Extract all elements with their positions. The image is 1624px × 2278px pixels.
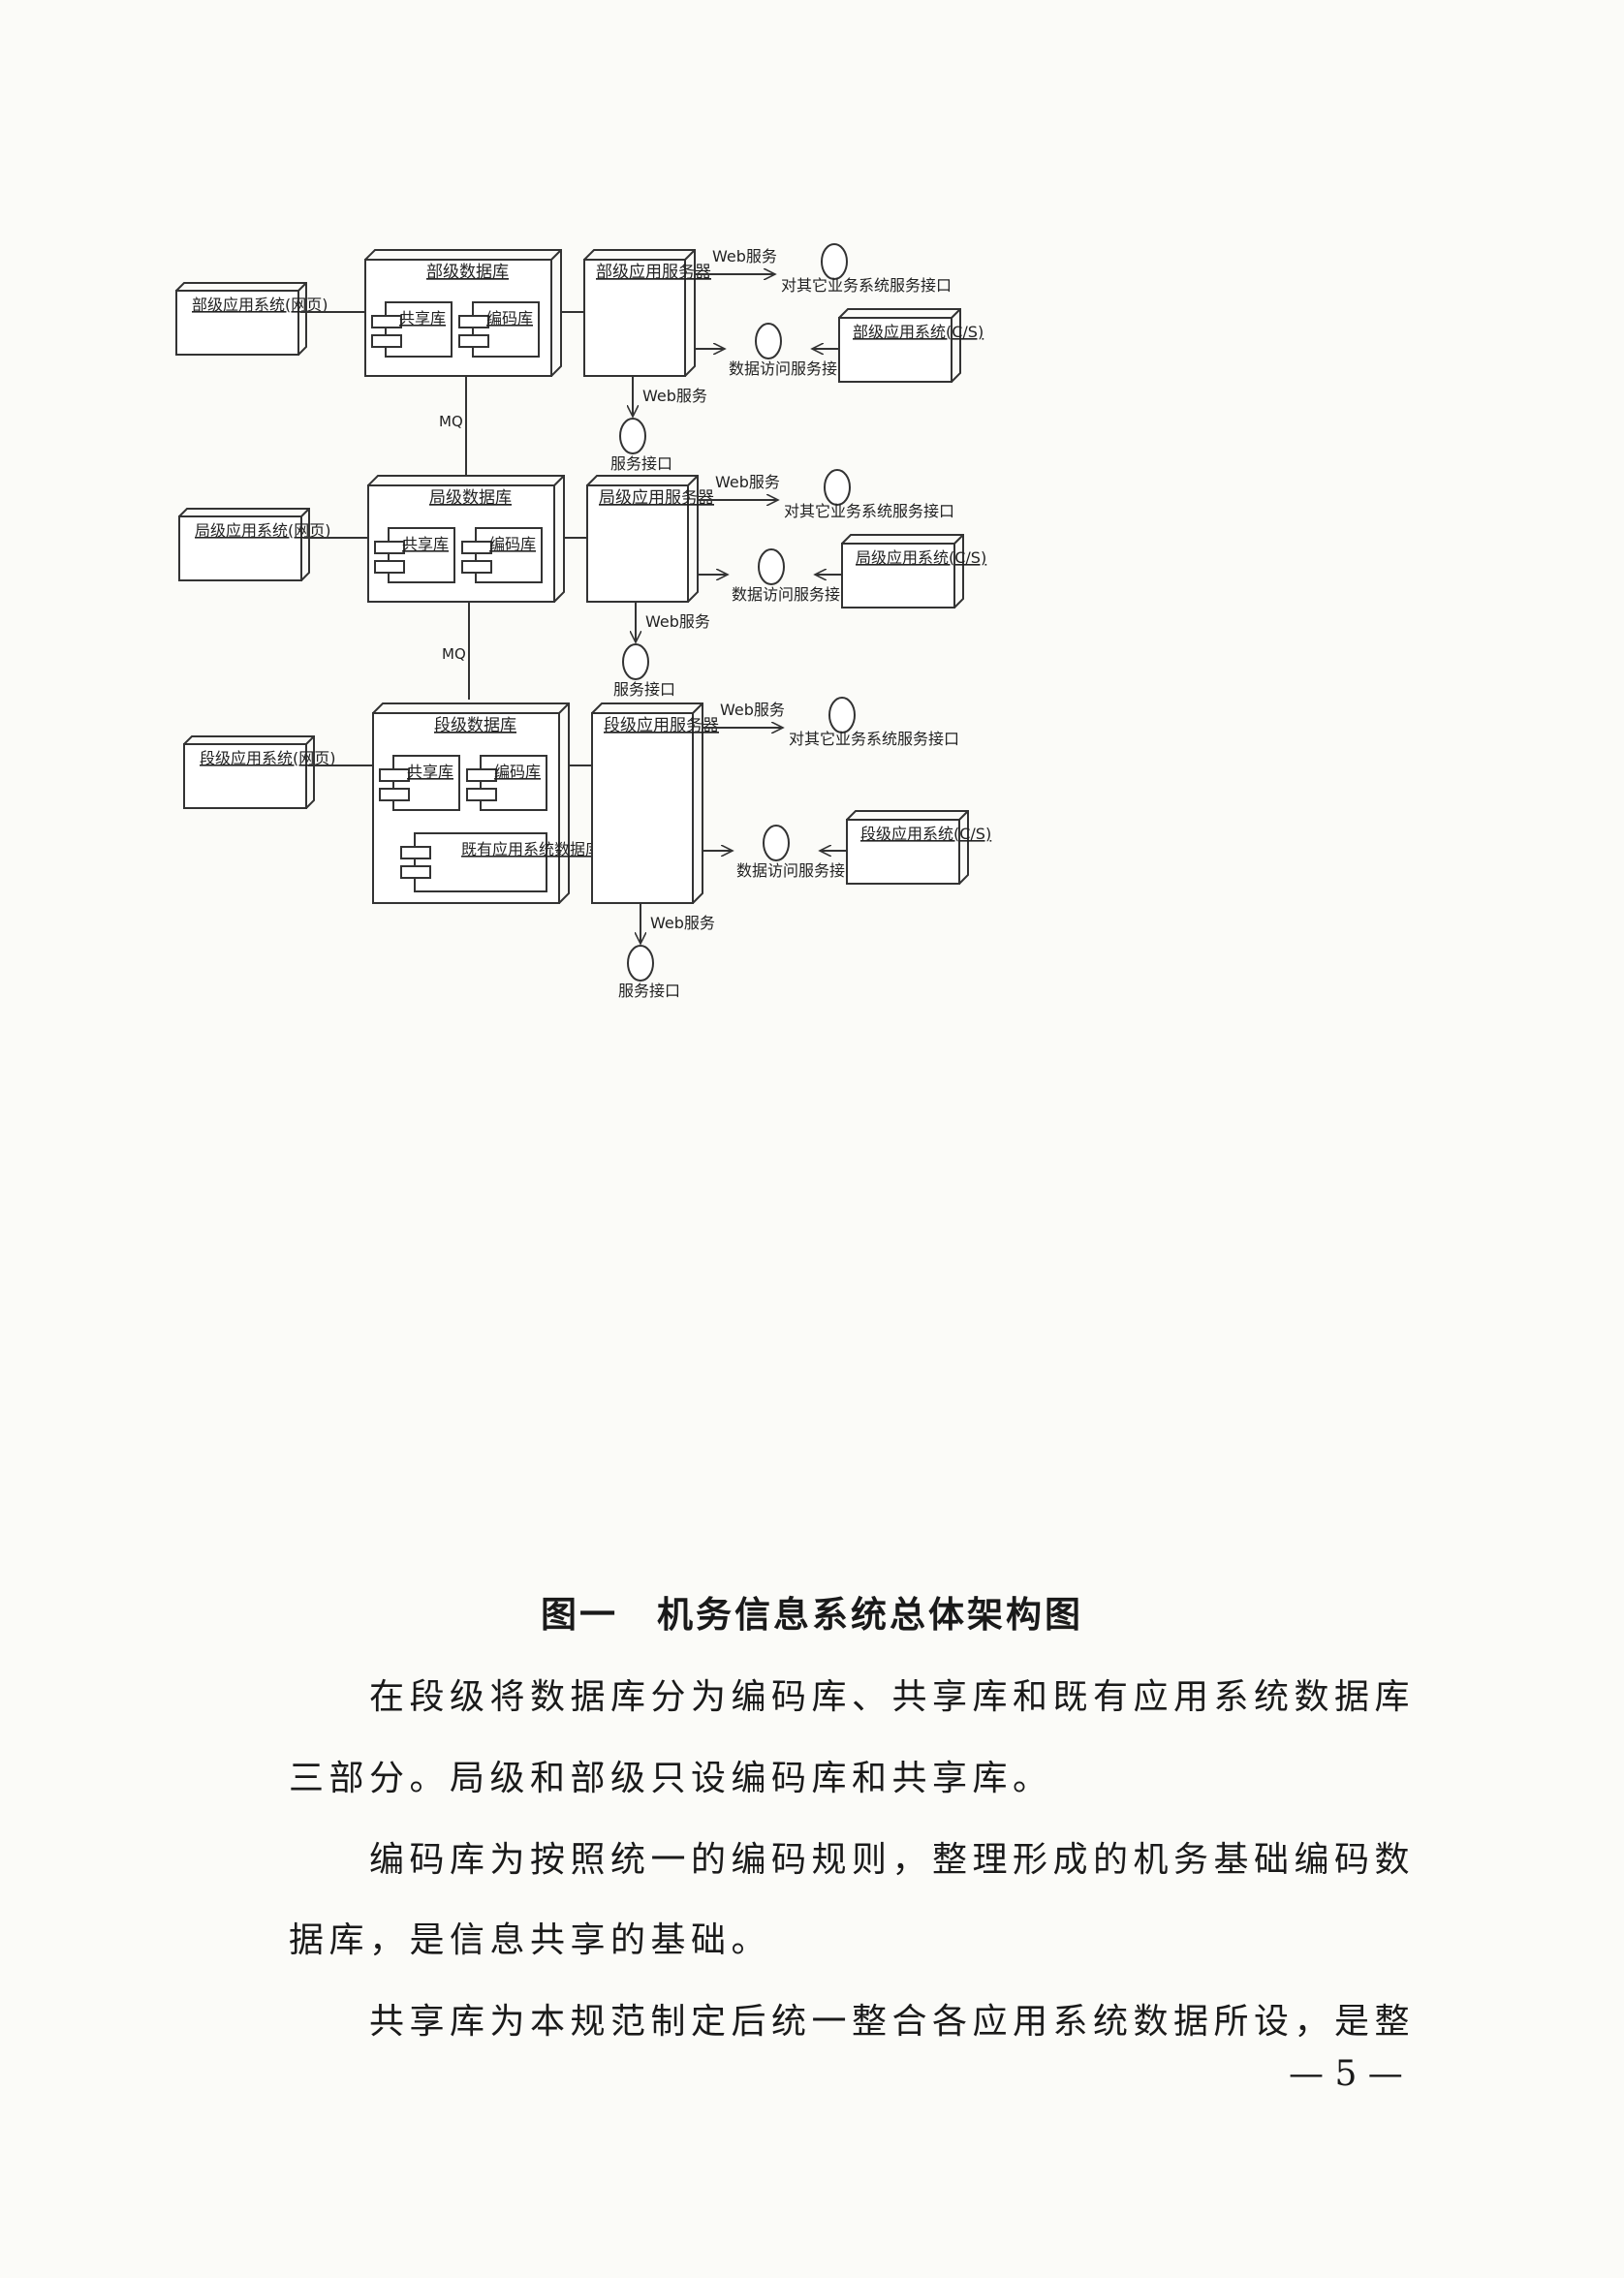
legacy-db-component-label: 既有应用系统数据库 [461,840,601,858]
code-db-component [480,755,547,811]
service-interface-label: 服务接口 [610,454,672,473]
app-server-node-edge [687,475,699,486]
service-interface-icon [622,643,649,680]
client-left-node [178,515,302,581]
service-interface-label: 服务接口 [618,982,680,1000]
database-node-edge [550,249,562,261]
page-number: — 5 — [1289,2054,1403,2094]
web-service-label: Web服务 [712,247,777,265]
client-left-label: 段级应用系统(网页) [200,749,336,767]
web-service-label: Web服务 [720,701,785,719]
database-title: 局级数据库 [429,488,512,508]
mq-label: MQ [442,645,466,663]
data-access-interface-label: 数据访问服务接口 [729,359,853,378]
other-systems-interface-icon [828,697,856,733]
client-right-label: 局级应用系统(C/S) [856,548,986,567]
shared-db-component-label: 共享库 [402,535,449,553]
client-left-node-edge [297,282,307,292]
app-server-node-edge [684,249,696,261]
code-db-component-tab [458,334,489,348]
service-interface-icon [627,945,654,982]
other-systems-interface-label: 对其它业务系统服务接口 [789,730,959,748]
client-left-node [175,290,299,356]
app-server-label: 局级应用服务器 [599,488,714,508]
other-systems-interface-icon [824,469,851,506]
bottom-web-service-label: Web服务 [642,387,707,405]
code-db-component-tab [466,788,497,801]
client-right-node [846,819,960,885]
client-right-node-edge [951,308,961,319]
client-right-node-edge [953,534,964,545]
client-right-node-edge [958,810,969,821]
client-right-node [838,317,953,383]
service-interface-icon [619,418,646,454]
app-server-node-edge [692,702,703,714]
bottom-web-service-label: Web服务 [650,914,715,932]
service-interface-label: 服务接口 [613,680,675,699]
client-left-node-edge [300,508,310,517]
paragraph-line: 共享库为本规范制定后统一整合各应用系统数据所设，是整 [289,2002,1416,2042]
web-service-label: Web服务 [715,473,780,491]
database-title: 部级数据库 [426,263,509,282]
other-systems-interface-icon [821,243,848,280]
database-node-edge [553,475,565,486]
bottom-web-service-label: Web服务 [645,612,710,631]
app-server-label: 部级应用服务器 [596,263,711,282]
code-db-component-tab [461,541,492,554]
client-left-node-edge [305,735,315,745]
shared-db-component-tab [379,788,410,801]
client-right-label: 部级应用系统(C/S) [853,323,984,341]
code-db-component [472,301,540,358]
app-server-node [586,484,689,603]
legacy-db-component-tab [400,865,431,879]
code-db-component-label: 编码库 [494,763,541,781]
paragraph-line: 在段级将数据库分为编码库、共享库和既有应用系统数据库 [289,1677,1416,1717]
architecture-diagram: 部级应用系统(网页)部级数据库共享库编码库部级应用服务器Web服务对其它业务系统… [175,243,991,1000]
app-server-node [591,712,694,904]
shared-db-component-label: 共享库 [399,309,446,328]
legacy-db-component-tab [400,846,431,859]
paragraph-line: 据库，是信息共享的基础。 [289,1920,772,1960]
shared-db-component-tab [379,768,410,782]
client-right-label: 段级应用系统(C/S) [860,825,991,843]
code-db-component-label: 编码库 [486,309,533,328]
shared-db-component-tab [371,315,402,328]
paragraph-line: 编码库为按照统一的编码规则，整理形成的机务基础编码数 [289,1840,1416,1880]
data-access-interface-icon [758,548,785,585]
other-systems-interface-label: 对其它业务系统服务接口 [784,502,954,520]
data-access-interface-label: 数据访问服务接口 [736,861,860,880]
data-access-interface-icon [755,323,782,359]
app-server-label: 段级应用服务器 [604,716,719,735]
mq-label: MQ [439,413,463,430]
shared-db-component-tab [374,560,405,574]
code-db-component-label: 编码库 [489,535,536,553]
client-right-node [841,543,955,609]
other-systems-interface-label: 对其它业务系统服务接口 [781,276,952,295]
shared-db-component [385,301,453,358]
app-server-node [583,259,686,377]
code-db-component-tab [466,768,497,782]
data-access-interface-icon [763,825,790,861]
shared-db-component-tab [374,541,405,554]
code-db-component-tab [461,560,492,574]
client-left-node [183,743,307,809]
shared-db-component-label: 共享库 [407,763,453,781]
data-access-interface-label: 数据访问服务接口 [732,585,856,604]
shared-db-component [392,755,460,811]
client-left-label: 局级应用系统(网页) [195,521,331,540]
client-left-label: 部级应用系统(网页) [192,296,328,314]
paragraph-line: 三部分。局级和部级只设编码库和共享库。 [289,1759,1053,1798]
figure-caption: 图一 机务信息系统总体架构图 [541,1593,1083,1636]
shared-db-component-tab [371,334,402,348]
legacy-db-component [414,832,547,892]
database-node-edge [558,702,570,714]
database-title: 段级数据库 [434,716,516,735]
code-db-component-tab [458,315,489,328]
